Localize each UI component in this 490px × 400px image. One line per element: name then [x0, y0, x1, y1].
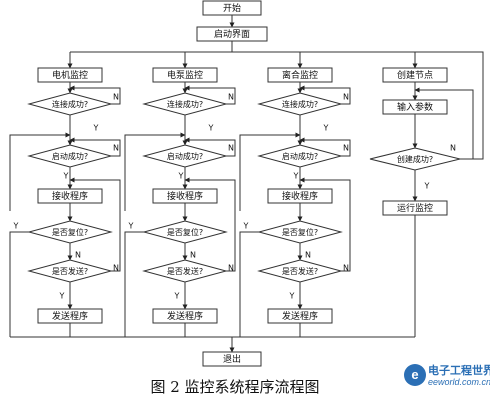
col3-sendq-diamond	[257, 259, 343, 283]
col3-title-label: 离合监控	[282, 69, 318, 81]
start-node-label: 开始	[223, 2, 241, 14]
col2-start-yes: Y	[178, 172, 184, 181]
col2-send-label: 发送程序	[167, 310, 203, 322]
init-node-label: 启动界面	[214, 28, 250, 40]
col1-connect-yes: Y	[93, 124, 99, 133]
col3-send-no: N	[343, 264, 349, 273]
col1-send-no: N	[113, 264, 119, 273]
col2-start-no: N	[228, 144, 234, 153]
col1-start-label: 启动成功?	[52, 151, 88, 161]
col2-title-box	[152, 67, 218, 83]
col3-sendq-label: 是否发送?	[282, 266, 318, 276]
col2-start-diamond	[142, 144, 228, 168]
col1-start-diamond	[27, 144, 113, 168]
col1-title-box	[37, 67, 103, 83]
col2-reset-no: N	[190, 251, 196, 260]
col3-connect-no: N	[343, 93, 349, 102]
col3-connect-label: 连接成功?	[282, 99, 318, 109]
col2-sendq-label: 是否发送?	[167, 266, 203, 276]
col3-reset-no: N	[305, 251, 311, 260]
create-yes: Y	[424, 182, 430, 191]
col3-start-yes: Y	[293, 172, 299, 181]
init-node-box	[196, 26, 268, 42]
col3-send-box	[267, 308, 333, 324]
col2-connect-yes: Y	[208, 124, 214, 133]
watermark-title: 电子工程世界	[428, 364, 490, 377]
col1-reset-yes: Y	[13, 222, 19, 231]
col1-connect-diamond	[27, 92, 113, 116]
col2-reset-yes: Y	[128, 222, 134, 231]
col2-sendq-diamond	[142, 259, 228, 283]
col3-connect-yes: Y	[323, 124, 329, 133]
col2-recv-box	[152, 188, 218, 204]
col2-connect-no: N	[228, 93, 234, 102]
exit-node-box	[202, 351, 262, 367]
col1-title-label: 电机监控	[52, 69, 88, 81]
col2-send-no: N	[228, 264, 234, 273]
col2-connect-diamond	[142, 92, 228, 116]
col1-reset-label: 是否复位?	[52, 227, 88, 237]
eeworld-logo-icon: e	[404, 364, 426, 386]
col1-recv-box	[37, 188, 103, 204]
col1-recv-label: 接收程序	[52, 190, 88, 202]
col3-start-label: 启动成功?	[282, 151, 318, 161]
col3-recv-label: 接收程序	[282, 190, 318, 202]
create-success-label: 创建成功?	[397, 154, 433, 164]
input-params-box	[382, 99, 448, 115]
col2-title-label: 电泵监控	[167, 69, 203, 81]
col2-send-yes: Y	[174, 292, 180, 301]
col2-reset-label: 是否复位?	[167, 227, 203, 237]
col3-start-no: N	[343, 144, 349, 153]
col1-sendq-diamond	[27, 259, 113, 283]
col1-sendq-label: 是否发送?	[52, 266, 88, 276]
col1-connect-label: 连接成功?	[52, 99, 88, 109]
col1-start-yes: Y	[63, 172, 69, 181]
run-monitor-box	[382, 200, 448, 216]
col2-reset-diamond	[142, 220, 228, 244]
watermark-url: eeworld.com.cn	[428, 377, 490, 387]
create-node-label: 创建节点	[397, 69, 433, 81]
col3-start-diamond	[257, 144, 343, 168]
input-params-label: 输入参数	[397, 101, 433, 113]
watermark-logo: e 电子工程世界 eeworld.com.cn	[404, 360, 490, 392]
col1-reset-diamond	[27, 220, 113, 244]
col3-connect-diamond	[257, 92, 343, 116]
col3-title-box	[267, 67, 333, 83]
create-no: N	[450, 144, 456, 153]
col1-send-yes: Y	[59, 292, 65, 301]
col2-connect-label: 连接成功?	[167, 99, 203, 109]
figure-caption: 图 2 监控系统程序流程图	[150, 378, 320, 396]
col3-recv-box	[267, 188, 333, 204]
col1-send-label: 发送程序	[52, 310, 88, 322]
run-monitor-label: 运行监控	[397, 202, 433, 214]
col1-send-box	[37, 308, 103, 324]
col2-recv-label: 接收程序	[167, 190, 203, 202]
exit-node-label: 退出	[223, 353, 241, 365]
create-node-box	[382, 67, 448, 83]
col2-start-label: 启动成功?	[167, 151, 203, 161]
col2-send-box	[152, 308, 218, 324]
col1-start-no: N	[113, 144, 119, 153]
start-node-box	[202, 0, 262, 16]
col3-reset-diamond	[257, 220, 343, 244]
create-success-diamond	[369, 147, 461, 171]
col1-connect-no: N	[113, 93, 119, 102]
col3-send-yes: Y	[289, 292, 295, 301]
col3-reset-yes: Y	[243, 222, 249, 231]
col3-send-label: 发送程序	[282, 310, 318, 322]
col3-reset-label: 是否复位?	[282, 227, 318, 237]
col1-reset-no: N	[75, 251, 81, 260]
